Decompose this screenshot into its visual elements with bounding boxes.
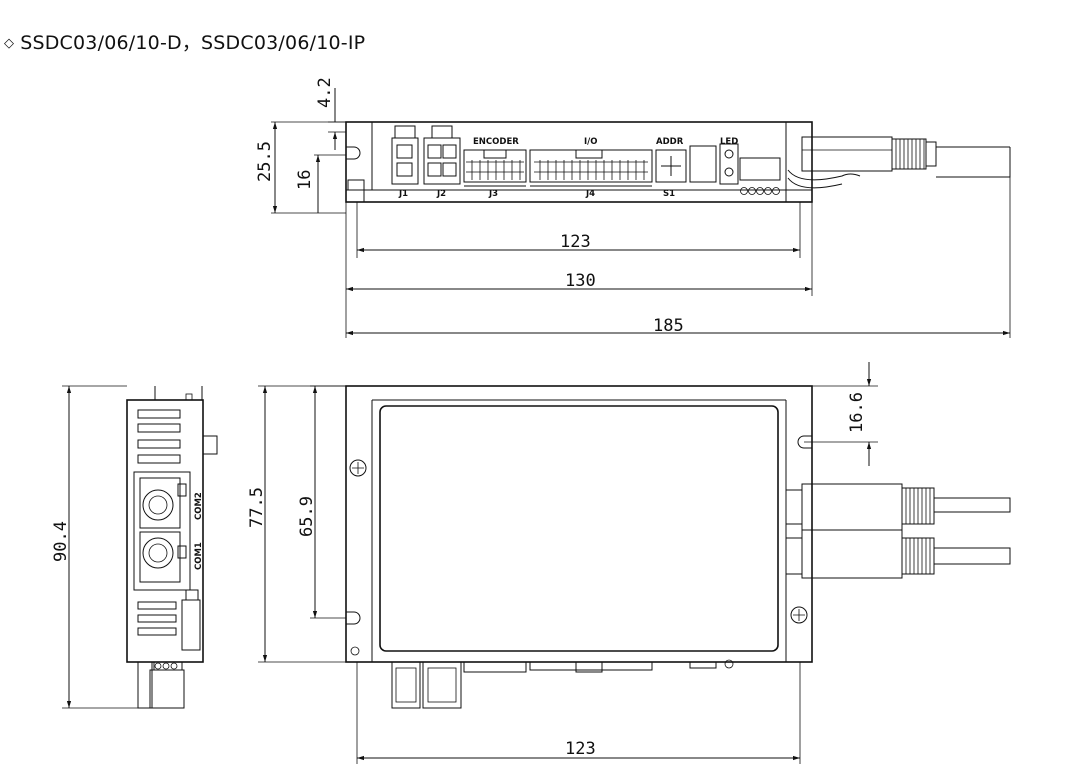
title-text: SSDC03/06/10-D，SSDC03/06/10-IP xyxy=(20,32,366,54)
dim-123-bottom: 123 xyxy=(565,739,596,759)
side-view: COM2 COM1 xyxy=(126,386,218,709)
label-encoder: ENCODER xyxy=(473,137,519,147)
label-j2: J2 xyxy=(436,189,446,199)
label-addr: ADDR xyxy=(656,137,684,147)
label-io: I/O xyxy=(584,137,598,147)
top-view-dimensions: 25.5 16 4.2 123 130 185 xyxy=(255,77,1011,338)
label-j3: J3 xyxy=(488,189,498,199)
dim-77-5: 77.5 xyxy=(247,487,267,528)
front-body-outline xyxy=(345,385,813,663)
front-view xyxy=(345,385,1011,709)
label-com1: COM1 xyxy=(194,542,204,570)
label-j1: J1 xyxy=(398,189,408,199)
label-com2: COM2 xyxy=(194,492,204,520)
side-body-outline xyxy=(126,399,204,663)
screw-icon xyxy=(790,606,808,624)
dim-65-9: 65.9 xyxy=(297,496,317,537)
label-s1: S1 xyxy=(663,189,675,199)
label-j4: J4 xyxy=(585,189,595,199)
top-view: ENCODER I/O ADDR LED J1 J2 J3 J4 S1 xyxy=(345,121,1011,203)
front-view-dimensions: 77.5 65.9 16.6 123 xyxy=(247,362,878,764)
dim-16-6: 16.6 xyxy=(847,392,867,433)
dim-130: 130 xyxy=(565,271,596,291)
dim-185: 185 xyxy=(653,316,684,336)
screw-icon xyxy=(349,459,367,477)
dim-16: 16 xyxy=(295,170,315,190)
dim-123-top: 123 xyxy=(560,232,591,252)
front-cover-panel xyxy=(379,405,779,652)
diagram-title: ◇ SSDC03/06/10-D，SSDC03/06/10-IP xyxy=(4,28,365,55)
dim-90-4: 90.4 xyxy=(51,521,71,562)
dim-4-2: 4.2 xyxy=(315,77,335,108)
side-view-dimensions: 90.4 xyxy=(51,385,150,709)
top-body-outline xyxy=(345,121,813,203)
dim-25-5: 25.5 xyxy=(255,141,275,182)
diamond-bullet-icon: ◇ xyxy=(4,36,15,51)
label-led: LED xyxy=(720,137,738,147)
